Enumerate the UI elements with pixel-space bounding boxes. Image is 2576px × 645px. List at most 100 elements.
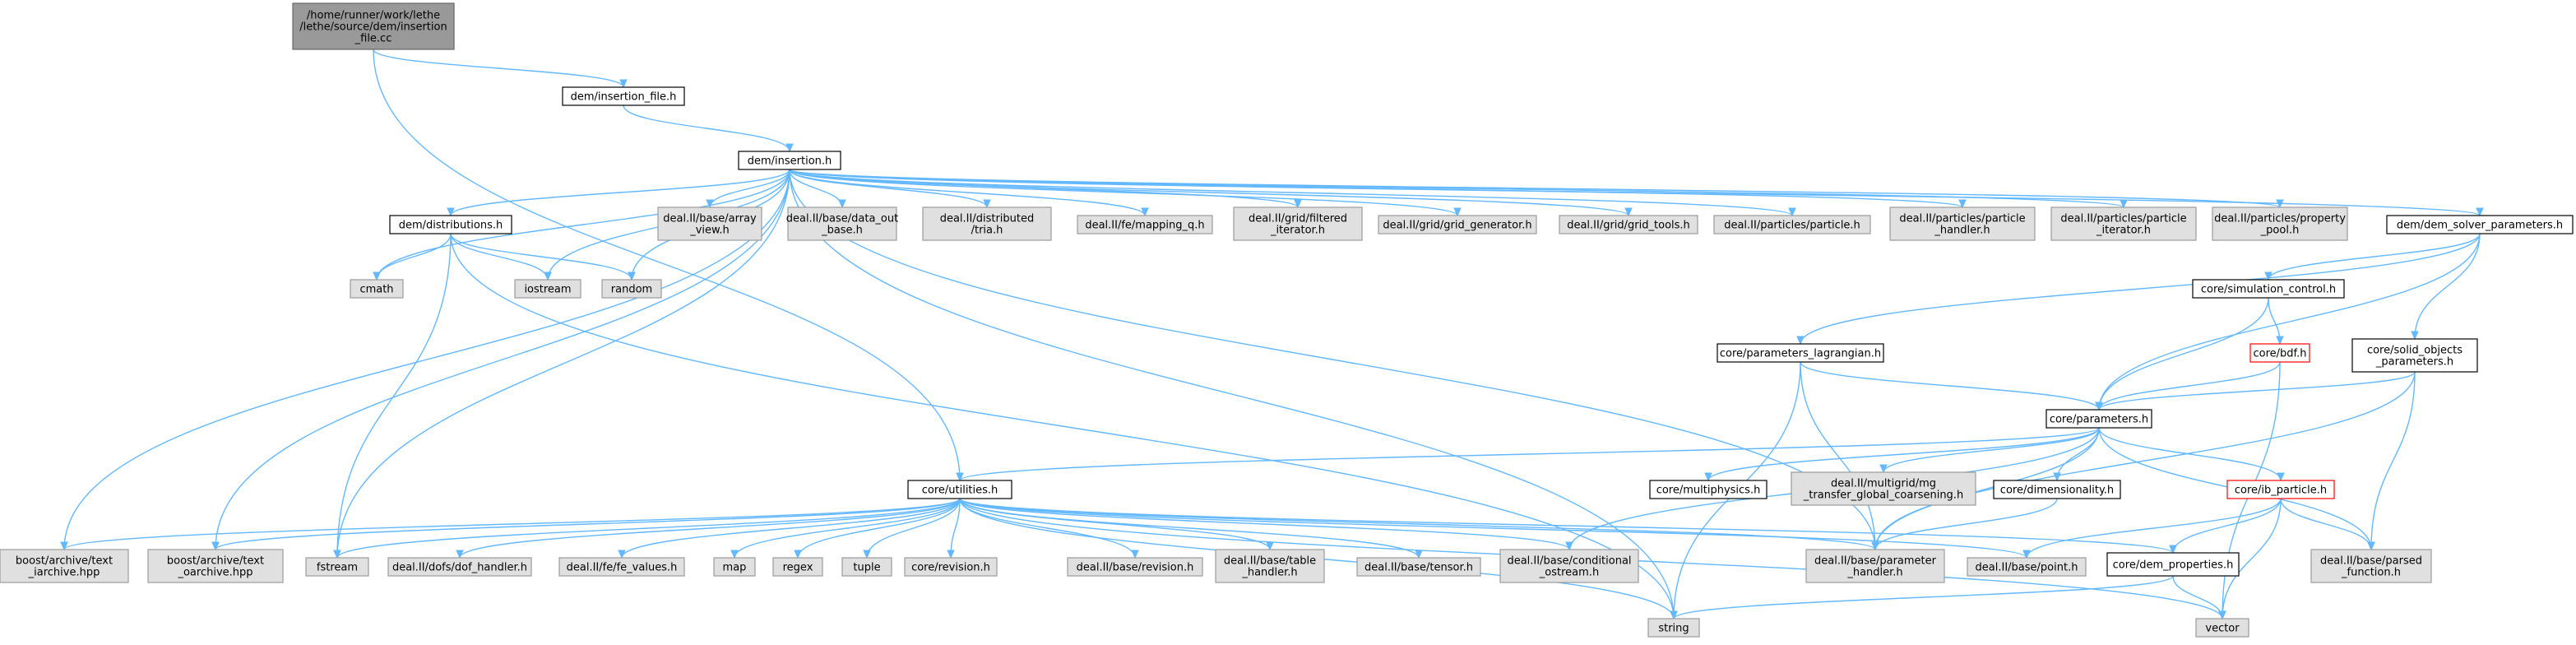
- node-multiphysics[interactable]: core/multiphysics.h: [1649, 480, 1768, 499]
- edge-utilities_h-to-regex: [797, 498, 961, 559]
- arrowhead-insertion_h-to-particle_h: [1788, 207, 1796, 217]
- node-box-dem_properties: [2106, 552, 2240, 577]
- node-label-data_out_base-line-0: deal.II/base/data_out: [786, 213, 898, 225]
- node-dem_properties[interactable]: core/dem_properties.h: [2106, 552, 2240, 577]
- arrowhead-insertion_h-to-distributions_h: [447, 207, 455, 217]
- node-ib_particle[interactable]: core/ib_particle.h: [2226, 480, 2335, 499]
- node-label-insertion_file_h-line-0: dem/insertion_file.h: [571, 91, 677, 104]
- arrowhead-utilities_h-to-string: [1670, 610, 1678, 620]
- node-box-parameters_lagrangian: [1717, 343, 1884, 363]
- node-grid_generator: deal.II/grid/grid_generator.h: [1378, 215, 1537, 234]
- node-box-vector: [2195, 618, 2249, 638]
- node-solid_objects[interactable]: core/solid_objects_parameters.h: [2351, 338, 2478, 373]
- node-box-text_oarchive: [147, 549, 284, 583]
- edge-utilities_h-to-text_iarchive: [63, 498, 961, 550]
- node-box-distributions_h: [389, 215, 512, 234]
- edge-utilities_h-to-text_oarchive: [215, 498, 961, 550]
- node-label-vector-line-0: vector: [2205, 623, 2240, 635]
- arrowhead-insertion_h-to-mapping_q: [1141, 207, 1149, 217]
- edge-distributions_h-to-string: [450, 233, 1675, 619]
- node-label-property_pool-line-0: deal.II/particles/property: [2214, 213, 2346, 225]
- node-parameters_lagrangian[interactable]: core/parameters_lagrangian.h: [1717, 343, 1884, 363]
- edge-utilities_h-to-map: [734, 498, 961, 559]
- edge-distributions_h-to-cmath: [376, 233, 452, 281]
- node-box-solid_objects: [2351, 338, 2478, 373]
- node-array_view: deal.II/base/array_view.h: [657, 206, 762, 241]
- node-box-revision_dealii: [1067, 557, 1203, 577]
- edge-insertion_h-to-distributed_tria: [789, 169, 988, 208]
- arrowhead-utilities_h-to-text_oarchive: [211, 541, 220, 551]
- edge-insertion_h-to-string: [789, 169, 1675, 619]
- arrowhead-insertion_h-to-grid_generator: [1453, 207, 1462, 217]
- edge-insertion_h-to-fstream: [336, 169, 790, 559]
- edge-insertion_h-to-filtered_iterator: [789, 169, 1299, 208]
- node-box-dem_solver_parameters: [2386, 215, 2574, 234]
- arrowhead-insertion_h-to-array_view: [706, 199, 714, 209]
- node-box-insertion_h: [738, 151, 841, 170]
- edge-solid_objects-to-parsed_function: [2370, 371, 2416, 550]
- arrowhead-utilities_h-to-vector: [2218, 610, 2226, 620]
- node-box-grid_generator: [1378, 215, 1537, 234]
- node-label-insertion_h-line-0: dem/insertion.h: [748, 155, 832, 168]
- edge-distributions_h-to-random: [450, 233, 632, 281]
- arrowhead-distributions_h-to-iostream: [544, 271, 552, 281]
- node-utilities_h[interactable]: core/utilities.h: [907, 480, 1012, 499]
- node-particle_iterator: deal.II/particles/particle_iterator.h: [2050, 206, 2197, 241]
- node-insertion_file_h[interactable]: dem/insertion_file.h: [562, 86, 685, 106]
- node-parameter_handler: deal.II/base/parameter_handler.h: [1805, 549, 1945, 583]
- edge-dem_properties-to-string: [1673, 575, 2174, 619]
- node-root[interactable]: /home/runner/work/lethe/lethe/source/dem…: [292, 2, 455, 50]
- node-vector: vector: [2195, 618, 2249, 638]
- node-label-utilities_h-line-0: core/utilities.h: [922, 485, 998, 497]
- node-dimensionality[interactable]: core/dimensionality.h: [1993, 480, 2121, 499]
- node-label-fstream-line-0: fstream: [317, 562, 358, 574]
- node-map: map: [713, 557, 756, 577]
- node-label-table_handler-line-1: _handler.h: [1241, 567, 1297, 579]
- arrowhead-utilities_h-to-parameter_handler: [1871, 541, 1879, 551]
- arrowhead-parameters_h-to-ib_particle: [2277, 472, 2285, 482]
- arrowhead-utilities_h-to-map: [730, 550, 739, 559]
- node-label-particle_handler-line-1: _handler.h: [1934, 225, 1990, 237]
- node-box-cmath: [350, 279, 404, 299]
- node-distributed_tria: deal.II/distributed/tria.h: [922, 206, 1052, 241]
- edge-insertion_h-to-distributions_h: [450, 169, 790, 216]
- node-label-multiphysics-line-0: core/multiphysics.h: [1656, 485, 1761, 497]
- node-box-ib_particle: [2226, 480, 2335, 499]
- node-label-root-line-2: _file.cc: [354, 33, 392, 45]
- node-label-distributed_tria-line-0: deal.II/distributed: [940, 213, 1035, 225]
- arrowhead-utilities_h-to-revision_core: [947, 550, 955, 559]
- node-box-regex: [772, 557, 823, 577]
- node-dem_solver_parameters[interactable]: dem/dem_solver_parameters.h: [2386, 215, 2574, 234]
- node-label-mg_transfer-line-1: _transfer_global_coarsening.h: [1803, 490, 1963, 502]
- node-box-string: [1647, 618, 1700, 638]
- node-simulation_control[interactable]: core/simulation_control.h: [2192, 279, 2345, 299]
- node-label-dof_handler-line-0: deal.II/dofs/dof_handler.h: [392, 562, 527, 574]
- edge-ib_particle-to-point_h: [2026, 498, 2282, 559]
- edge-insertion_h-to-text_iarchive: [63, 169, 790, 550]
- node-label-fe_values-line-0: deal.II/fe/fe_values.h: [567, 562, 678, 574]
- node-distributions_h[interactable]: dem/distributions.h: [389, 215, 512, 234]
- node-label-filtered_iterator-line-1: _iterator.h: [1270, 225, 1325, 237]
- node-label-mapping_q-line-0: deal.II/fe/mapping_q.h: [1085, 220, 1204, 232]
- edge-parameters_h-to-multiphysics: [1707, 427, 2100, 481]
- arrowhead-ib_particle-to-parsed_function: [2367, 541, 2375, 551]
- edge-dem_solver_parameters-to-simulation_control: [2268, 233, 2481, 281]
- node-box-array_view: [657, 206, 762, 241]
- node-label-random-line-0: random: [611, 284, 652, 296]
- node-label-array_view-line-0: deal.II/base/array: [663, 213, 757, 225]
- node-label-point_h-line-0: deal.II/base/point.h: [1976, 562, 2078, 574]
- edge-utilities_h-to-parameter_handler: [959, 498, 1876, 550]
- node-box-tensor: [1356, 557, 1481, 577]
- node-label-grid_tools-line-0: deal.II/grid/grid_tools.h: [1567, 220, 1690, 232]
- node-label-root-line-0: /home/runner/work/lethe: [307, 10, 440, 22]
- node-bdf[interactable]: core/bdf.h: [2249, 343, 2310, 363]
- node-box-random: [601, 279, 662, 299]
- node-label-dem_properties-line-0: core/dem_properties.h: [2113, 559, 2234, 572]
- node-insertion_h[interactable]: dem/insertion.h: [738, 151, 841, 170]
- node-label-data_out_base-line-1: _base.h: [821, 225, 863, 237]
- arrowhead-parameters_h-to-mg_transfer: [1879, 464, 1888, 474]
- arrowhead-distributions_h-to-random: [628, 271, 636, 281]
- node-box-root: [292, 2, 455, 50]
- edge-insertion_file_h-to-insertion_h: [623, 104, 790, 152]
- node-parameters_h[interactable]: core/parameters.h: [2046, 409, 2152, 429]
